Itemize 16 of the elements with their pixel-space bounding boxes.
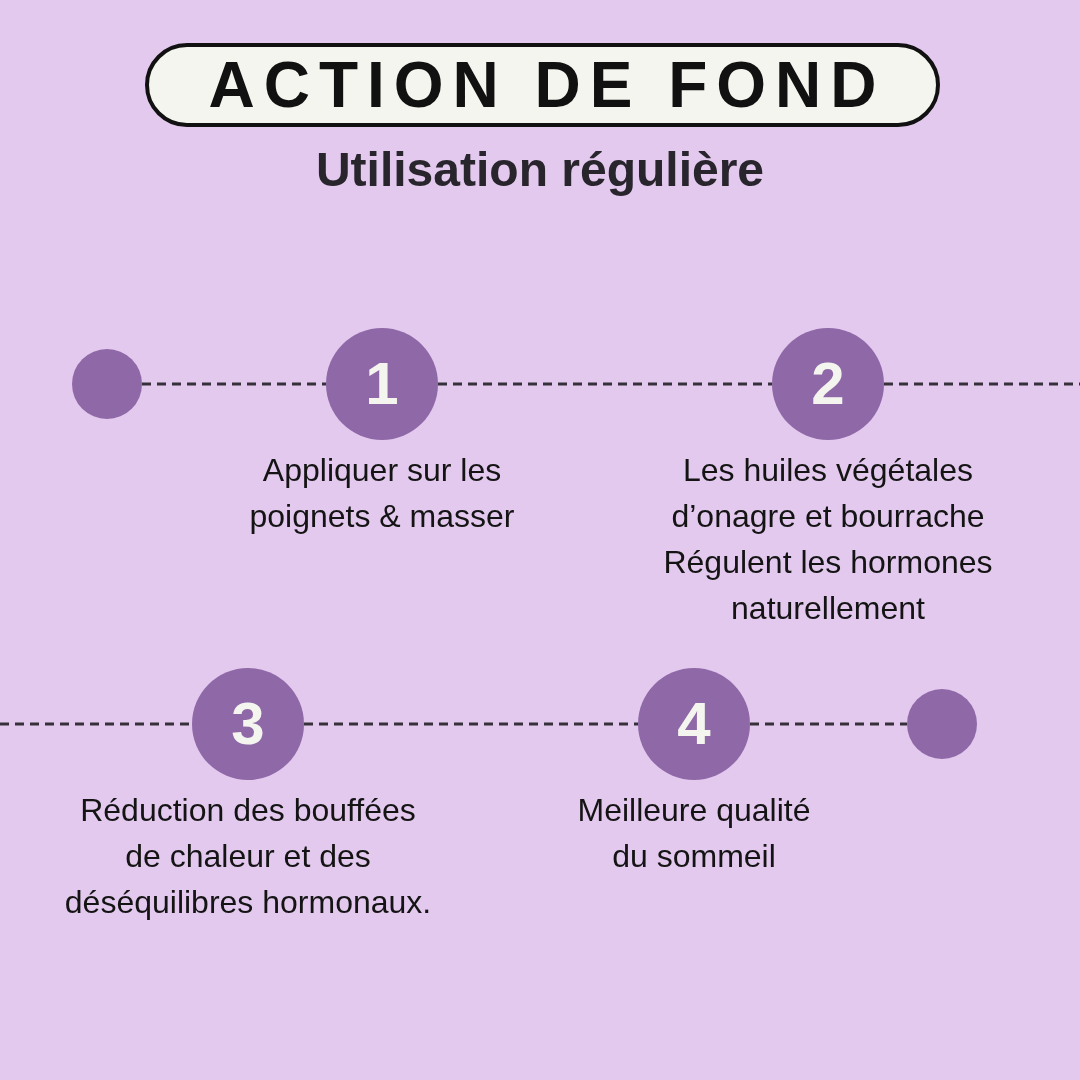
step-description: Réduction des bouffées de chaleur et des déséquilibres hormonaux. [63,791,433,922]
subtitle: Utilisation régulière [315,143,765,196]
step-description: Meilleure qualité du sommeil [576,791,812,876]
step-number: 1 [365,354,399,414]
dashed-connector [438,382,772,386]
step-number: 4 [677,694,711,754]
dashed-connector [884,382,1080,386]
dashed-connector [0,722,192,726]
dashed-connector [142,382,326,386]
dashed-connector [750,722,907,726]
step-description: Les huiles végétales d’onagre et bourrache Régulent les hormones naturellement [662,451,994,628]
step-description: Appliquer sur les poignets & masser [248,451,516,536]
dashed-connector [304,722,638,726]
step-number: 3 [231,694,265,754]
step-number: 2 [811,354,845,414]
title: ACTION DE FOND [207,53,886,117]
